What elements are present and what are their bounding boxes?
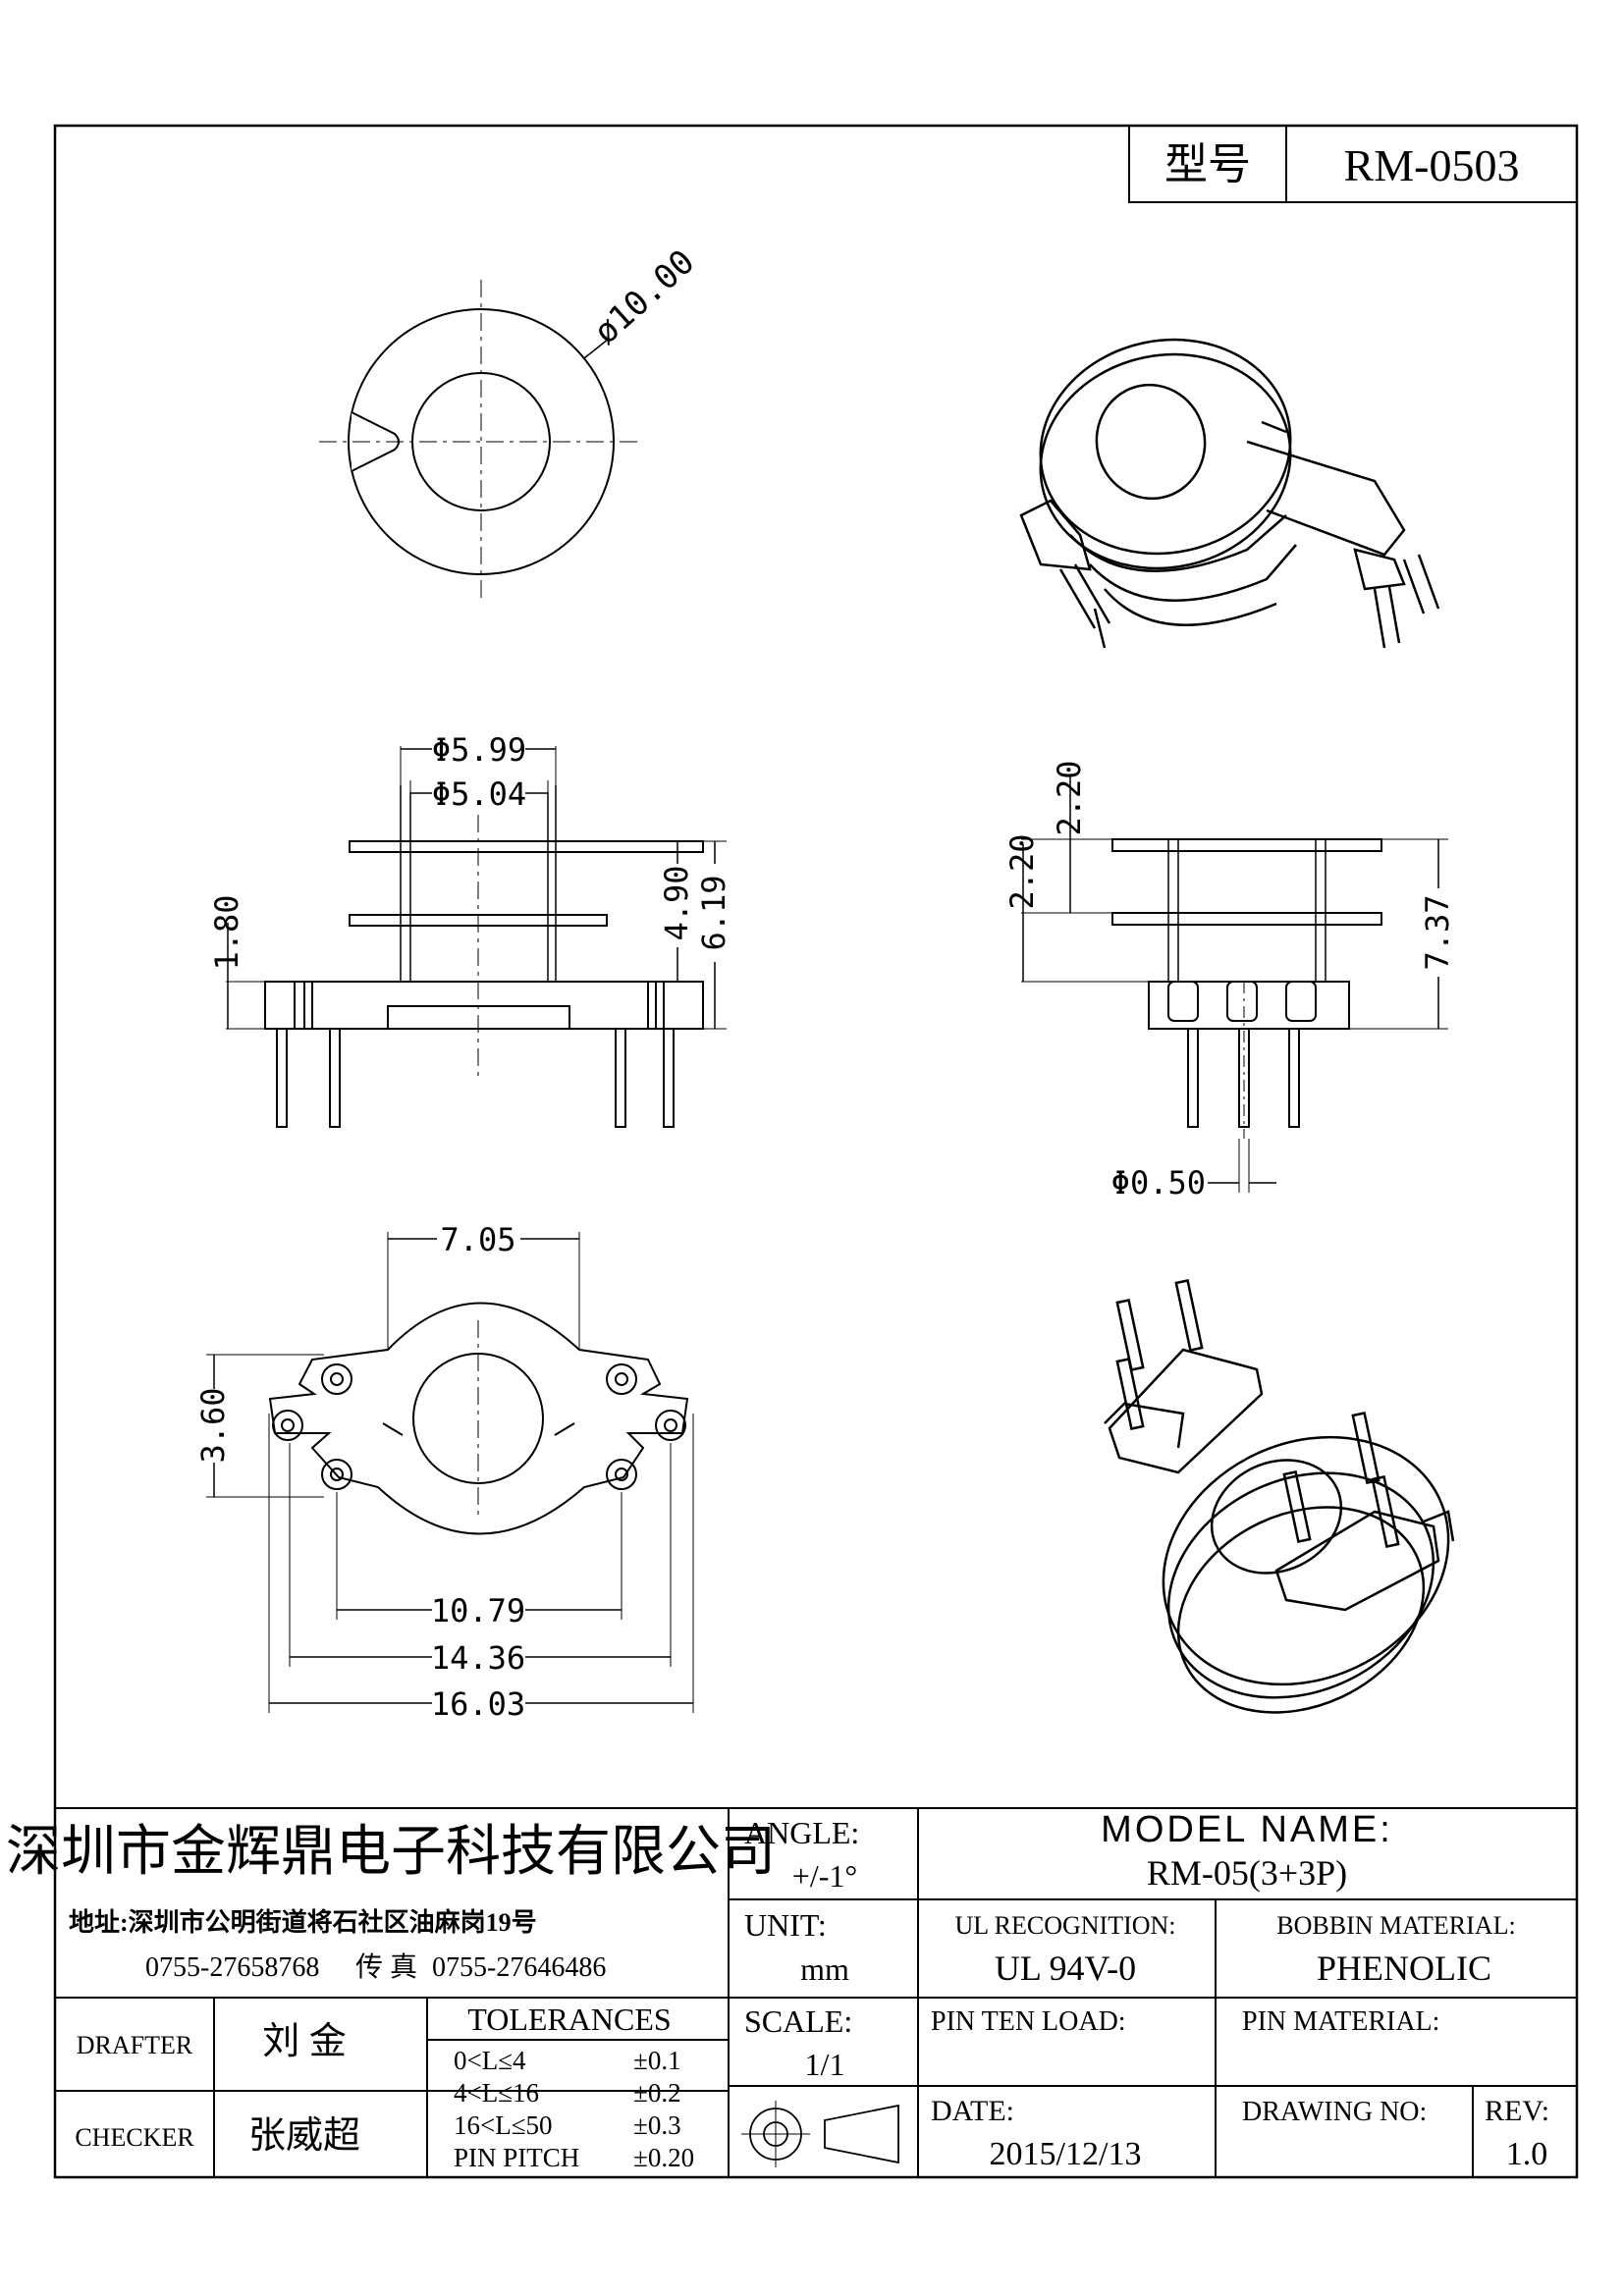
tol-range-0: 0<L≤4 [454,2046,526,2075]
model-header-box: 型号 RM-0503 [1128,125,1578,203]
checker-value: 张威超 [248,2115,360,2157]
company-address: 地址:深圳市公明街道将石社区油麻岗19号 [69,1907,537,1937]
front-view: Φ5.99 Φ5.04 1.80 4.90 6.19 [208,731,732,1128]
iso-view-bottom [1104,1279,1455,1714]
rev-value: 1.0 [1506,2136,1548,2172]
title-block: 深圳市金辉鼎电子科技有限公司 地址:深圳市公明街道将石社区油麻岗19号 0755… [6,1807,1577,2177]
pin-material-label: PIN MATERIAL: [1242,2006,1439,2037]
tolerances-label: TOLERANCES [467,2002,671,2037]
pin-ten-label: PIN TEN LOAD: [931,2006,1126,2037]
model-label: 型号 [1164,140,1251,188]
checker-label: CHECKER [75,2123,194,2152]
tol-range-3: PIN PITCH [454,2143,579,2172]
tol-value-0: ±0.1 [633,2046,681,2075]
tol-value-3: ±0.20 [633,2143,694,2172]
tol-value-1: ±0.2 [633,2078,681,2108]
company-phone: 0755-27658768 [145,1952,319,1983]
drawing-no-label: DRAWING NO: [1242,2097,1427,2127]
top-view: ø10.00 [319,242,702,604]
date-label: DATE: [931,2095,1014,2127]
dim-1603-label: 16.03 [431,1685,525,1723]
tol-range-1: 4<L≤16 [454,2078,539,2108]
unit-label: UNIT: [744,1907,827,1943]
side-view: 2.20 2.20 7.37 Φ0.50 [1003,760,1456,1201]
drafter-value: 刘 金 [262,2021,347,2062]
date-value: 2015/12/13 [990,2136,1142,2172]
company-name: 深圳市金辉鼎电子科技有限公司 [6,1822,776,1883]
model-name-label: MODEL NAME: [1101,1809,1393,1850]
model-name-value: RM-05(3+3P) [1147,1853,1347,1893]
dim-1436-label: 14.36 [431,1639,525,1677]
dim-pin-dia-label: Φ0.50 [1111,1164,1206,1201]
dim-619-label: 6.19 [695,875,732,950]
rev-label: REV: [1485,2095,1549,2127]
company-fax: 0755-27646486 [432,1952,606,1983]
drafter-label: DRAFTER [77,2031,193,2059]
ul-label: UL RECOGNITION: [954,1911,1175,1940]
projection-symbol [741,2101,899,2167]
dim-180-label: 1.80 [208,894,245,970]
bottom-view: 7.05 3.60 10.79 14.36 16.03 [194,1221,694,1723]
scale-value: 1/1 [805,2047,845,2082]
scale-label: SCALE: [744,2003,852,2039]
fax-label: 传 真 [355,1951,417,1983]
angle-value: +/-1° [792,1858,857,1894]
dim-220a-label: 2.20 [1051,760,1088,835]
dim-705-label: 7.05 [440,1221,515,1258]
bobbin-label: BOBBIN MATERIAL: [1276,1911,1515,1940]
dim-220b-label: 2.20 [1003,833,1041,909]
tol-range-2: 16<L≤50 [454,2110,553,2140]
drawing-frame [53,124,1579,2179]
dim-490-label: 4.90 [658,865,695,940]
angle-label: ANGLE: [744,1815,859,1850]
dim-d599-label: Φ5.99 [432,731,526,769]
model-value: RM-0503 [1344,140,1520,190]
dim-d504-label: Φ5.04 [432,775,526,813]
outer-diameter-label: ø10.00 [586,242,702,352]
unit-value: mm [800,1951,849,1987]
dim-360-label: 3.60 [194,1387,232,1463]
dim-737-label: 7.37 [1419,894,1456,970]
ul-value: UL 94V-0 [995,1949,1136,1988]
dim-1079-label: 10.79 [431,1592,525,1629]
iso-view-top [1019,338,1440,649]
tol-value-2: ±0.3 [633,2110,681,2140]
bobbin-value: PHENOLIC [1317,1949,1491,1988]
